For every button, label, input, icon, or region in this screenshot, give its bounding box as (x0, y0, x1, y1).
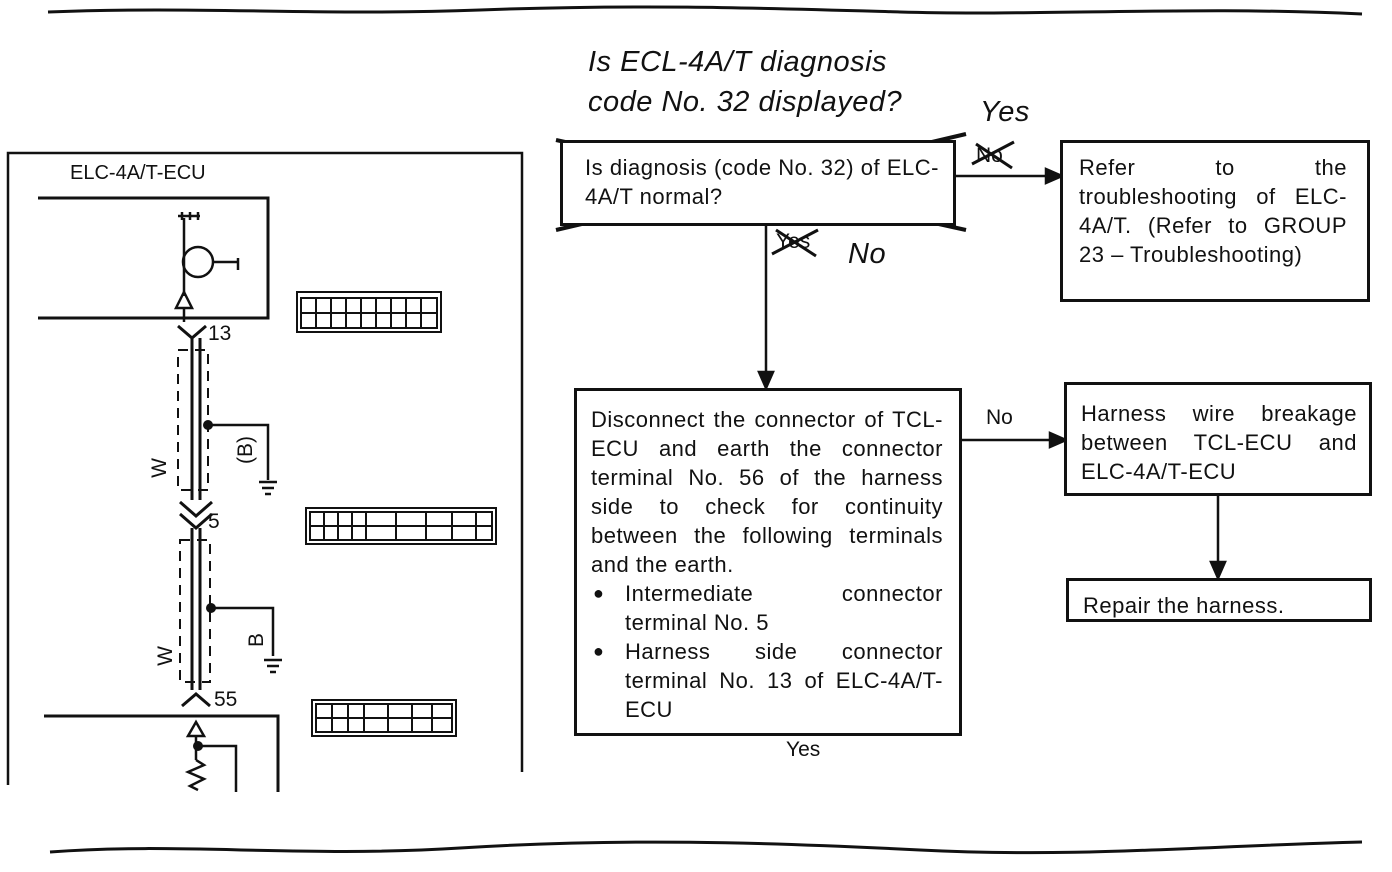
earth-wire-color-upper: (B) (234, 436, 257, 464)
crossed-no-label: No (976, 144, 1003, 167)
repair-box-text: Repair the harness. (1083, 593, 1285, 618)
harness-box: Harness wire breakage between TCL-ECU an… (1064, 382, 1372, 496)
wire-color-w-upper: W (147, 458, 171, 478)
cross-out-yes (771, 228, 819, 258)
crossed-decision-box: Is diagnosis (code No. 32) of ELC-4A/T n… (560, 140, 956, 226)
bullet-item: Harness side connector terminal No. 13 o… (593, 637, 943, 724)
crossed-yes-label: Yes (776, 230, 811, 253)
handwritten-question: Is ECL-4A/T diagnosis code No. 32 displa… (588, 46, 903, 118)
flow-arrows (757, 167, 1227, 582)
shield-lower (179, 539, 211, 683)
connector-diagram-tcl (311, 699, 457, 737)
check-box-text: Disconnect the connector of TCL-ECU and … (591, 407, 943, 577)
earth-wire-color-lower: B (245, 632, 269, 648)
ecu-label: ELC-4A/T-ECU (70, 162, 206, 184)
harness-box-text: Harness wire breakage between TCL-ECU an… (1081, 401, 1357, 484)
handwritten-yes: Yes (980, 96, 1030, 128)
terminal-55-label: 55 (214, 688, 238, 711)
earth-icon-lower (264, 658, 282, 674)
terminal-5-label: 5 (208, 510, 220, 533)
bottom-wavy-line (49, 840, 1363, 855)
cross-out-no (971, 140, 1015, 170)
terminal-13-label: 13 (208, 322, 232, 345)
no-branch-label: No (986, 406, 1013, 429)
wire-color-w-lower: W (153, 646, 177, 666)
terminal-5-symbol (179, 500, 213, 530)
refer-box: Refer to the troubleshooting of ELC-4A/T… (1060, 140, 1370, 302)
connector-diagram-ecu (296, 291, 442, 333)
check-box: Disconnect the connector of TCL-ECU and … (574, 388, 962, 736)
refer-box-text: Refer to the troubleshooting of ELC-4A/T… (1079, 155, 1347, 267)
transistor-icon (173, 212, 240, 322)
earth-icon-upper (259, 480, 277, 496)
repair-box: Repair the harness. (1066, 578, 1372, 622)
check-box-bullets: Intermediate connector terminal No. 5 Ha… (591, 579, 943, 724)
connector-diagram-intermediate (305, 507, 497, 545)
ecu-block (38, 196, 270, 320)
yes-branch-label: Yes (786, 738, 821, 761)
bullet-item: Intermediate connector terminal No. 5 (593, 579, 943, 637)
handwritten-no: No (848, 238, 887, 270)
resistor-icon (184, 758, 207, 792)
terminal-55-symbol (181, 692, 211, 708)
tcl-ecu-block (44, 714, 280, 792)
top-wavy-line (47, 5, 1363, 16)
circuit-frame (6, 151, 524, 785)
terminal-13-symbol (177, 324, 207, 340)
crossed-question-text: Is diagnosis (code No. 32) of ELC-4A/T n… (585, 155, 939, 209)
